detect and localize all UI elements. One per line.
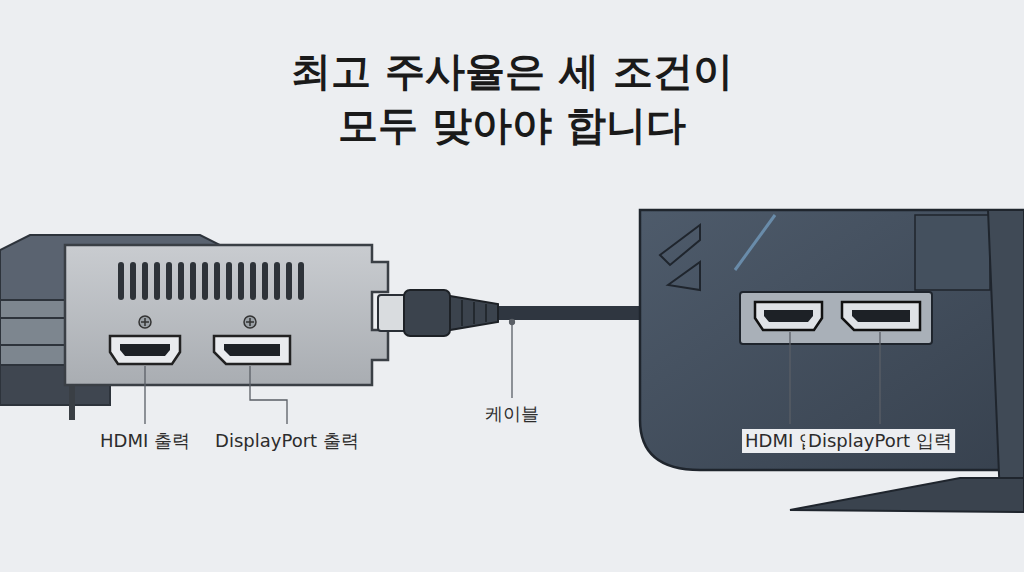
cable bbox=[378, 290, 642, 336]
io-bracket bbox=[65, 245, 388, 420]
port-label: DisplayPort 출력 bbox=[212, 429, 362, 453]
port-label: 케이블 bbox=[482, 402, 542, 426]
title: 최고 주사율은 세 조건이 모두 맞아야 합니다 bbox=[272, 44, 752, 152]
vent-slots bbox=[118, 262, 304, 300]
monitor bbox=[640, 210, 1024, 512]
port-label: HDMI 출력 bbox=[97, 429, 193, 453]
port-label: DisplayPort 입력 bbox=[805, 429, 955, 453]
